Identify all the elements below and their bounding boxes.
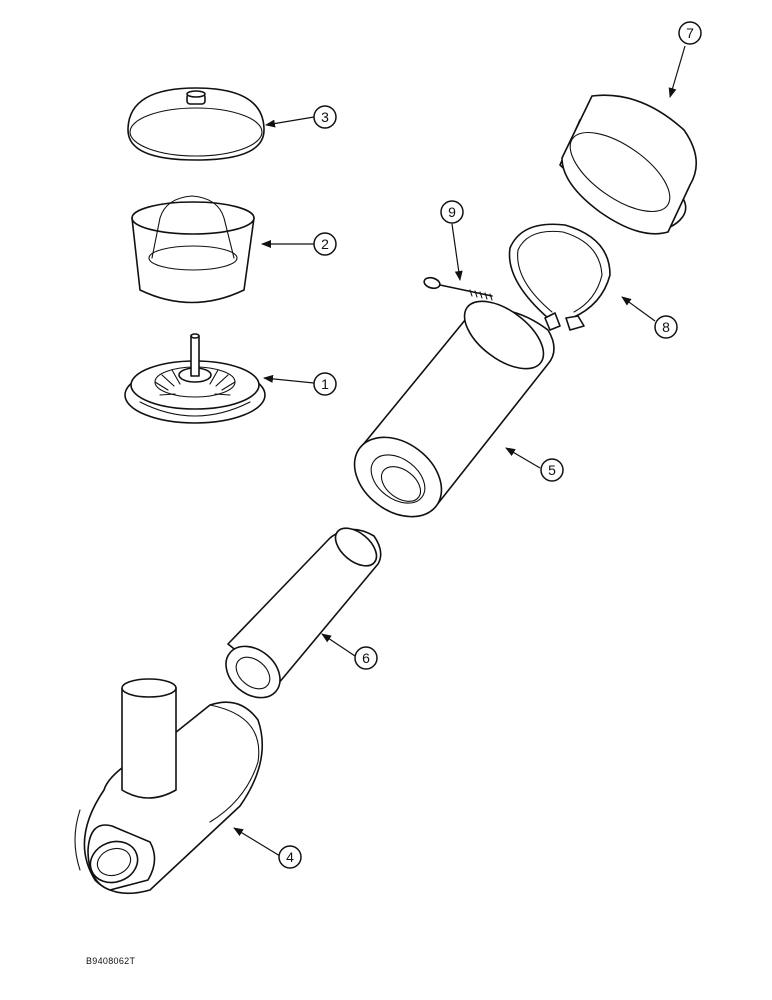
baffle-part (124, 333, 266, 424)
housing-part (74, 678, 264, 895)
svg-text:5: 5 (548, 462, 556, 478)
bolt-part (423, 276, 493, 301)
callout-3: 3 (313, 105, 337, 129)
svg-text:6: 6 (362, 650, 370, 666)
callout-1: 1 (313, 372, 337, 396)
svg-text:1: 1 (321, 376, 329, 392)
inner-element-part (225, 527, 382, 699)
callout-9: 9 (440, 200, 464, 224)
svg-text:4: 4 (286, 849, 294, 865)
svg-text:9: 9 (448, 204, 456, 220)
callout-5: 5 (540, 458, 564, 482)
clamp-part (508, 223, 611, 331)
callout-7: 7 (678, 21, 702, 45)
callout-8: 8 (654, 315, 678, 339)
outer-element-part (353, 300, 555, 518)
svg-text:8: 8 (662, 319, 670, 335)
svg-text:2: 2 (321, 236, 329, 252)
band-part (559, 94, 697, 235)
svg-text:3: 3 (321, 109, 329, 125)
bowl-part (131, 195, 255, 304)
callout-4: 4 (278, 845, 302, 869)
cap-part (127, 87, 265, 161)
callout-group (233, 45, 686, 857)
callout-6: 6 (354, 646, 378, 670)
svg-text:7: 7 (686, 25, 694, 41)
callout-2: 2 (313, 232, 337, 256)
reference-code: B9408062T (86, 956, 136, 966)
